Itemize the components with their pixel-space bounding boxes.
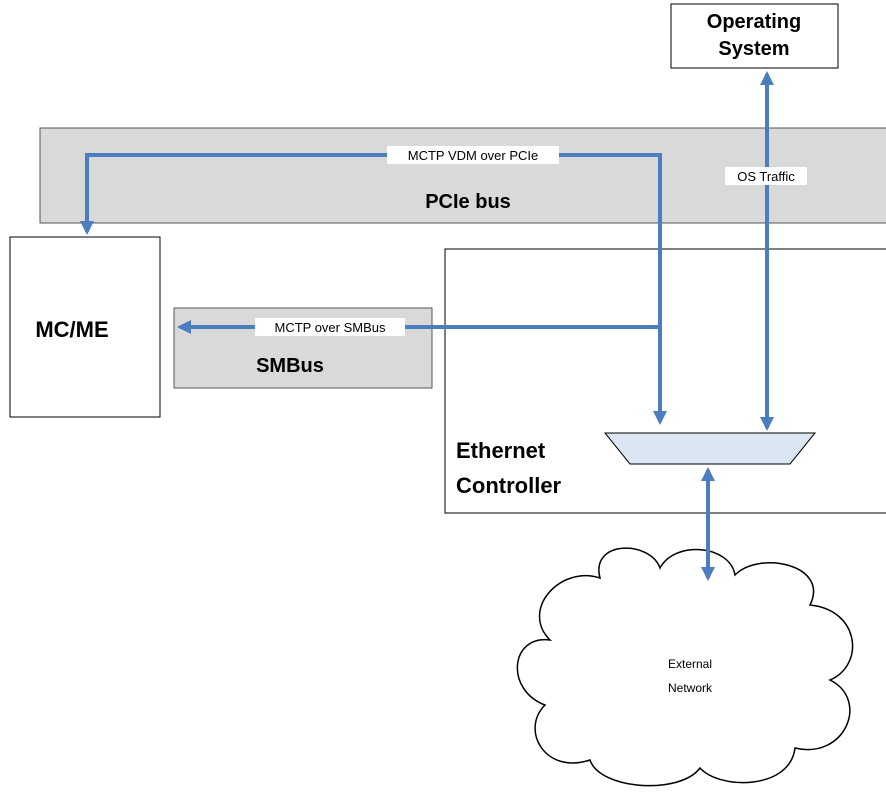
pcie-bus-label: PCIe bus [425,191,511,213]
os-label-line1: Operating [707,11,801,33]
os-traffic-label: OS Traffic [737,169,795,184]
mctp-smbus-label: MCTP over SMBus [274,320,386,335]
ethernet-label-line2: Controller [456,473,562,498]
vdm-pcie-label-bg [387,146,559,164]
vdm-pcie-label: MCTP VDM over PCIe [408,148,539,163]
mc-me-label: MC/ME [35,317,108,342]
mctp-smbus-label-bg [255,318,405,336]
network-label-line2: Network [668,681,713,695]
external-network-cloud [516,547,854,787]
vdm-pcie-path [80,153,667,425]
os-traffic-label-bg [725,167,807,185]
ethernet-label-line1: Ethernet [456,438,546,463]
os-box [670,3,839,69]
os-label-line2: System [718,38,789,60]
smbus-label: SMBus [256,355,324,377]
mux-shape [603,432,817,465]
network-label-line1: External [668,657,712,671]
